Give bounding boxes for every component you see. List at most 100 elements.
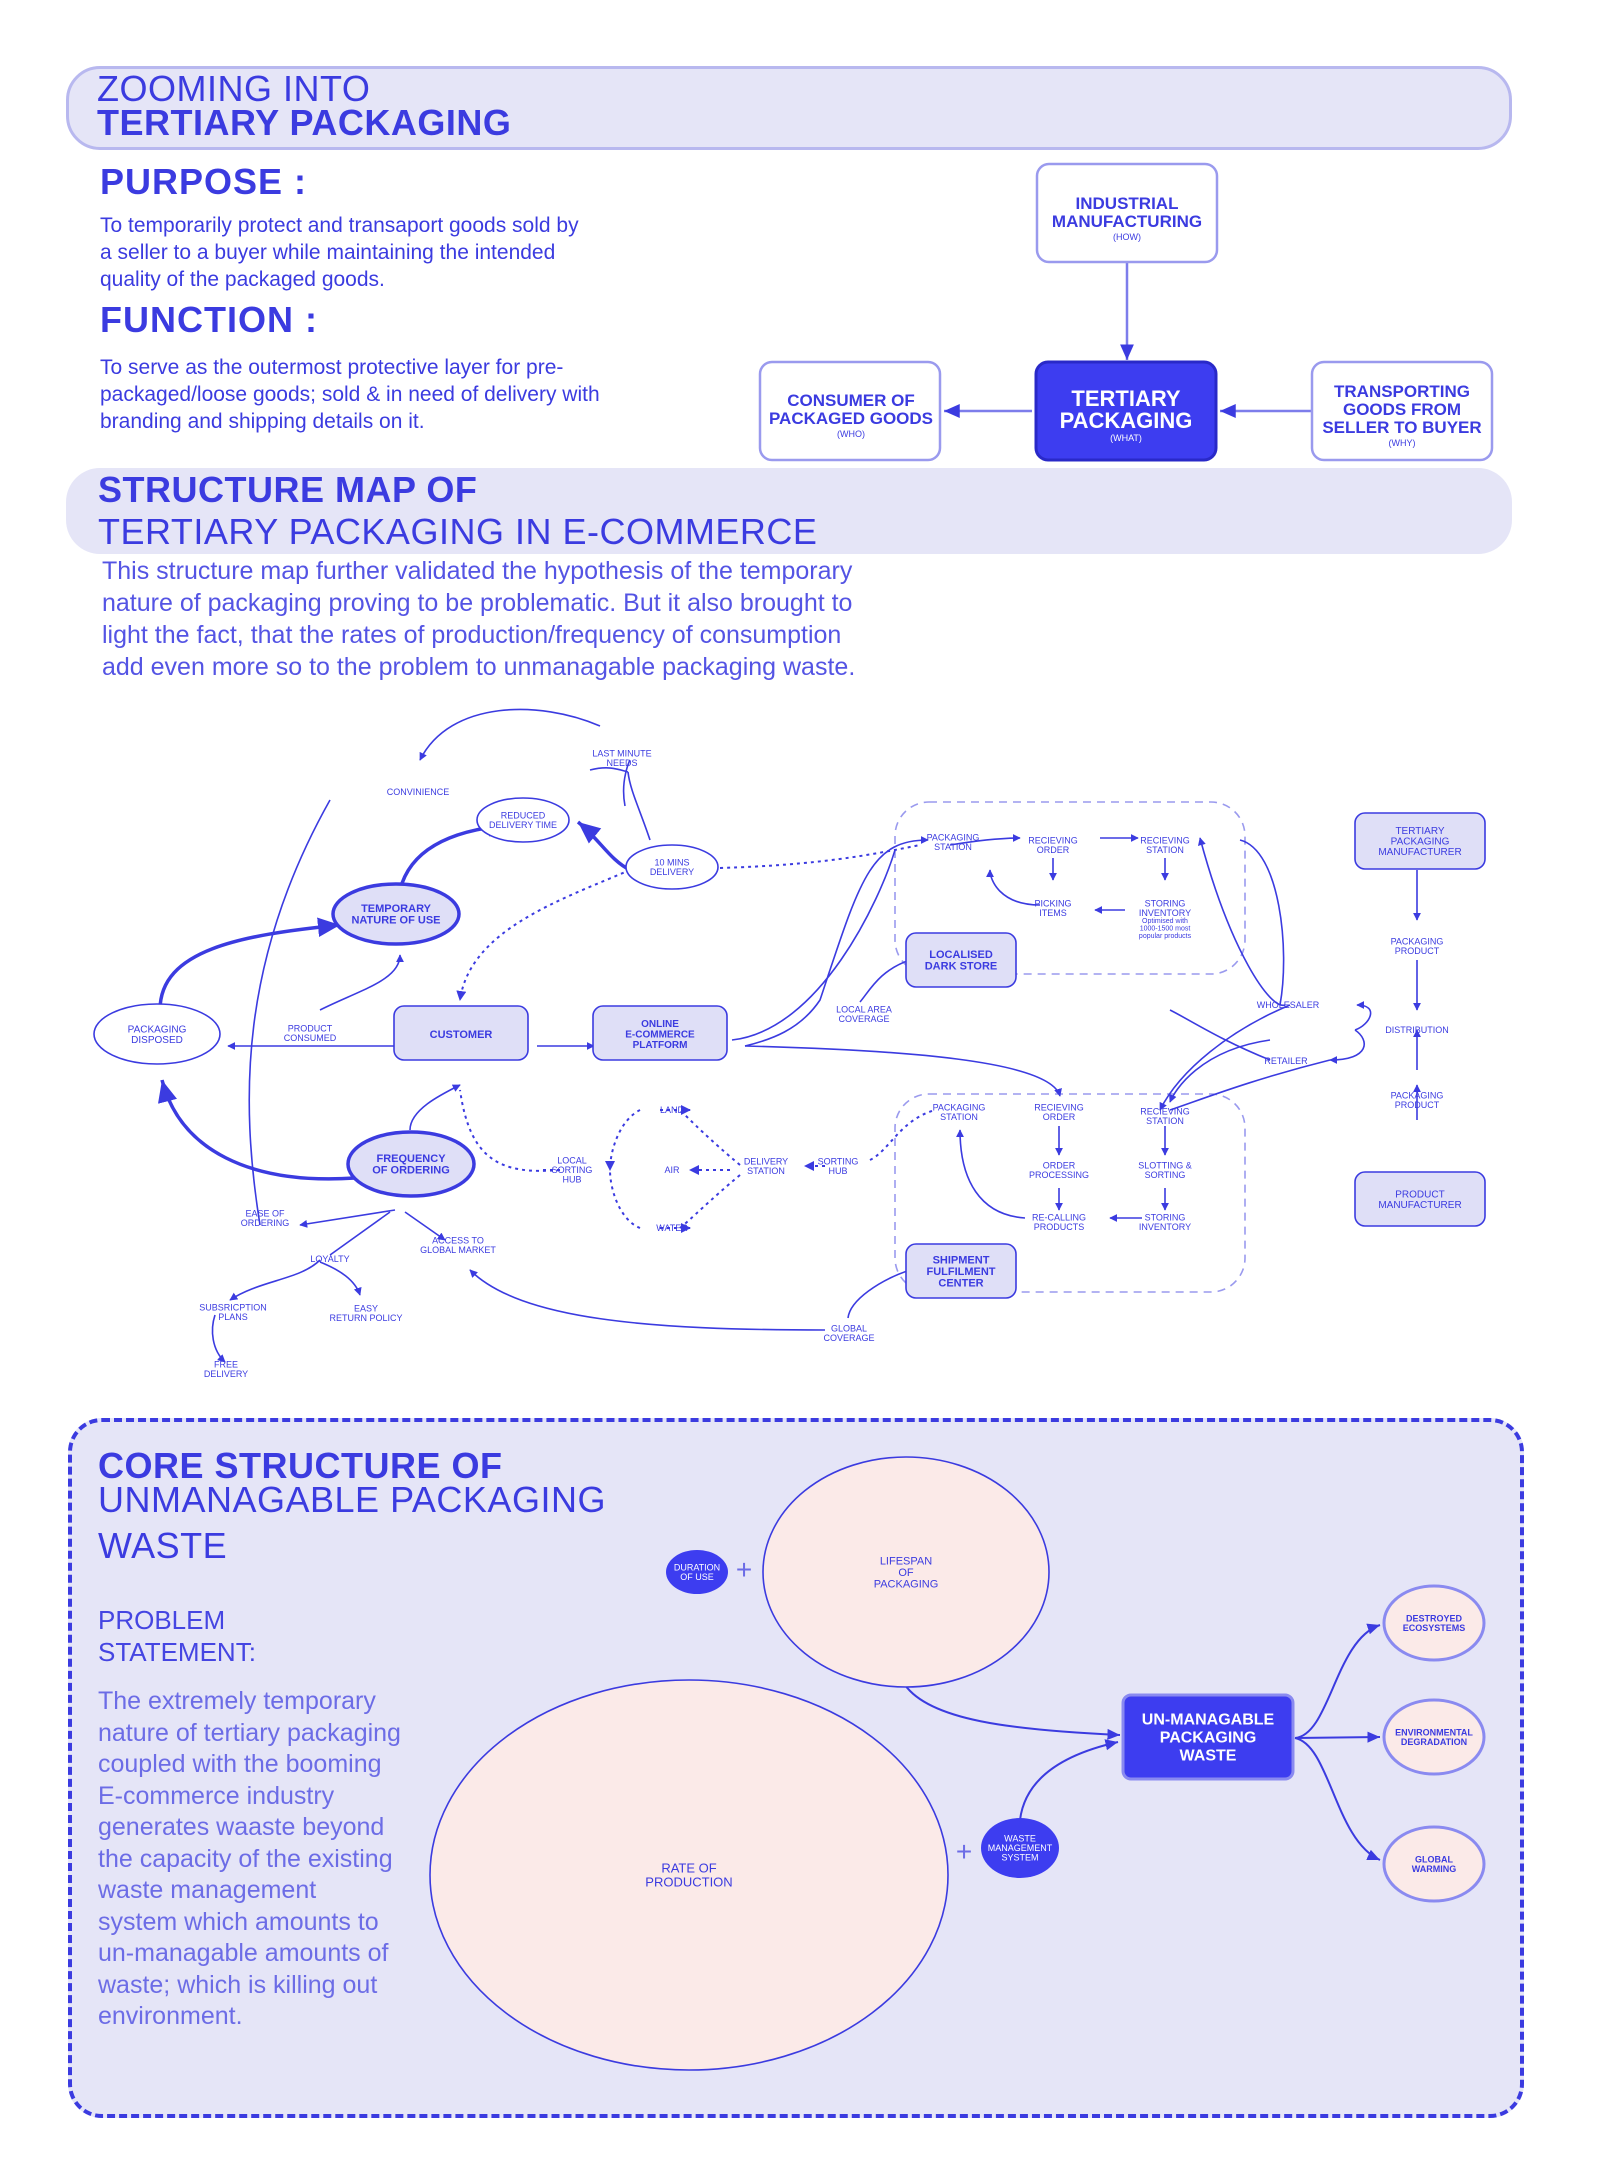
online-platform-label: ONLINE bbox=[641, 1019, 679, 1030]
lifespan-label: LIFESPAN bbox=[880, 1555, 932, 1567]
optimised-note-label: 1000-1500 most bbox=[1140, 925, 1191, 932]
destroyed-ecosystems-label: DESTROYED bbox=[1406, 1613, 1463, 1623]
shipment-center-label: FULFILMENT bbox=[926, 1266, 995, 1278]
reduced-delivery-label: REDUCED bbox=[501, 810, 546, 820]
global-coverage-label: GLOBAL bbox=[831, 1323, 867, 1333]
waste-management-label: WASTE bbox=[1004, 1834, 1036, 1844]
lifespan-label: OF bbox=[898, 1567, 914, 1579]
problem-heading-2: STATEMENT: bbox=[98, 1637, 256, 1667]
problem-statement: The extremely temporary nature of tertia… bbox=[98, 1686, 401, 2033]
problem-line: nature of tertiary packaging bbox=[98, 1718, 401, 1747]
global-warming-circle bbox=[1382, 1825, 1486, 1903]
overview-connectors bbox=[944, 262, 1312, 418]
shipment-center-node bbox=[905, 1243, 1017, 1299]
fulfilment-receiving-order-label: ORDER bbox=[1043, 1112, 1076, 1122]
water-label: WATER bbox=[656, 1223, 688, 1233]
dark-store-label: LOCALISED bbox=[929, 949, 993, 961]
overview-center-l2: PACKAGING bbox=[1060, 408, 1193, 433]
unmanagable-waste-label: PACKAGING bbox=[1160, 1730, 1257, 1747]
frequency-ordering-node bbox=[346, 1130, 476, 1198]
online-platform-label: E-COMMERCE bbox=[625, 1030, 695, 1041]
purpose-text: To temporarily protect and transaport go… bbox=[100, 214, 579, 291]
local-area-coverage-label: LOCAL AREA bbox=[836, 1004, 892, 1014]
easy-return-label: RETURN POLICY bbox=[329, 1313, 402, 1323]
local-sorting-hub-label: SORTING bbox=[552, 1165, 593, 1175]
access-global-market-label: ACCESS TO bbox=[432, 1235, 484, 1245]
product-manufacturer-label: MANUFACTURER bbox=[1378, 1200, 1461, 1211]
optimised-note-label: popular products bbox=[1139, 933, 1192, 940]
problem-line: waste; which is killing out bbox=[98, 1970, 378, 1999]
ten-mins-delivery-label: 10 MINS bbox=[654, 857, 689, 867]
ten-mins-delivery-node bbox=[625, 844, 719, 890]
access-global-market-label: GLOBAL MARKET bbox=[420, 1245, 496, 1255]
sorting-hub-label: SORTING bbox=[818, 1156, 859, 1166]
tp-manufacturer-label: TERTIARY bbox=[1395, 826, 1444, 837]
structure-map-banner bbox=[66, 468, 1512, 554]
reduced-delivery-label: DELIVERY TIME bbox=[489, 820, 557, 830]
structure-map-shapes bbox=[93, 797, 1486, 1299]
product-consumed-label: PRODUCT bbox=[288, 1023, 333, 1033]
overview-top-l2: MANUFACTURING bbox=[1052, 212, 1202, 231]
transporting-node bbox=[1310, 360, 1494, 462]
optimised-note-label: Optimised with bbox=[1142, 918, 1188, 925]
fulfilment-packaging-station-label: STATION bbox=[940, 1112, 978, 1122]
duration-of-use-label: DURATION bbox=[674, 1562, 720, 1572]
dark-store-node bbox=[905, 932, 1017, 988]
core-title-bold: CORE STRUCTURE OF bbox=[98, 1445, 503, 1486]
easy-return-label: EASY bbox=[354, 1303, 378, 1313]
tertiary-packaging-node bbox=[1034, 360, 1218, 462]
tp-manufacturer-node bbox=[1354, 812, 1486, 870]
problem-line: un-managable amounts of bbox=[98, 1939, 389, 1967]
ten-mins-delivery-label: DELIVERY bbox=[650, 867, 694, 877]
frequency-ordering-label: FREQUENCY bbox=[376, 1153, 446, 1165]
header-title: TERTIARY PACKAGING bbox=[97, 102, 512, 143]
customer-node bbox=[393, 1005, 529, 1061]
environmental-degradation-label: ENVIRONMENTAL bbox=[1395, 1727, 1473, 1737]
problem-line: environment. bbox=[98, 2002, 243, 2030]
overview-right-l3: SELLER TO BUYER bbox=[1322, 418, 1481, 437]
temporary-nature-label: TEMPORARY bbox=[361, 903, 432, 915]
global-warming-label: GLOBAL bbox=[1415, 1854, 1453, 1864]
consumer-node bbox=[758, 360, 942, 462]
dark-receiving-order-label: ORDER bbox=[1037, 845, 1070, 855]
packaging-product-bottom-label: PACKAGING bbox=[1391, 1090, 1444, 1100]
duration-of-use-circle bbox=[666, 1550, 728, 1594]
subscription-plans-label: SUBSRICPTION bbox=[199, 1302, 267, 1312]
waste-management-label: MANAGEMENT bbox=[988, 1843, 1053, 1853]
tp-manufacturer-label: MANUFACTURER bbox=[1378, 847, 1461, 858]
fulfilment-receiving-order-label: RECIEVING bbox=[1034, 1102, 1084, 1112]
dark-store-label: DARK STORE bbox=[925, 961, 998, 973]
product-manufacturer-node bbox=[1354, 1171, 1486, 1227]
dark-receiving-station-label: RECIEVING bbox=[1140, 835, 1190, 845]
ease-of-ordering-label: EASE OF bbox=[245, 1208, 285, 1218]
global-warming-label: WARMING bbox=[1412, 1864, 1457, 1874]
temporary-nature-label: NATURE OF USE bbox=[351, 915, 440, 927]
delivery-station-label: STATION bbox=[747, 1166, 785, 1176]
waste-management-circle bbox=[981, 1818, 1059, 1878]
slotting-sorting-label: SLOTTING & bbox=[1138, 1160, 1192, 1170]
land-label: LAND bbox=[660, 1105, 685, 1115]
environmental-degradation-label: DEGRADATION bbox=[1401, 1737, 1467, 1747]
distribution-label: DISTRIBUTION bbox=[1385, 1025, 1449, 1035]
global-coverage-label: COVERAGE bbox=[823, 1333, 874, 1343]
order-processing-label: ORDER bbox=[1043, 1160, 1076, 1170]
overview-left-l2: PACKAGED GOODS bbox=[769, 409, 933, 428]
picking-items-label: ITEMS bbox=[1039, 908, 1067, 918]
lifespan-circle bbox=[762, 1456, 1050, 1688]
problem-line: system which amounts to bbox=[98, 1907, 379, 1936]
function-text: To serve as the outermost protective lay… bbox=[100, 356, 600, 433]
sorting-hub-label: HUB bbox=[828, 1166, 847, 1176]
problem-line: waste management bbox=[98, 1876, 317, 1904]
core-connectors bbox=[904, 1623, 1381, 1861]
overview-left-sub: (WHO) bbox=[837, 429, 865, 439]
storing-inventory-label: INVENTORY bbox=[1139, 908, 1191, 918]
online-platform-label: PLATFORM bbox=[633, 1040, 688, 1051]
packaging-disposed-node bbox=[93, 1003, 221, 1065]
problem-heading-1: PROBLEM bbox=[98, 1605, 226, 1635]
unmanagable-waste-node bbox=[1121, 1693, 1295, 1781]
problem-line: the capacity of the existing bbox=[98, 1844, 393, 1873]
problem-line: generates waaste beyond bbox=[98, 1813, 385, 1841]
last-minute-needs-label: LAST MINUTE bbox=[592, 748, 651, 758]
core-title-light-2: WASTE bbox=[98, 1525, 228, 1566]
order-processing-label: PROCESSING bbox=[1029, 1170, 1089, 1180]
